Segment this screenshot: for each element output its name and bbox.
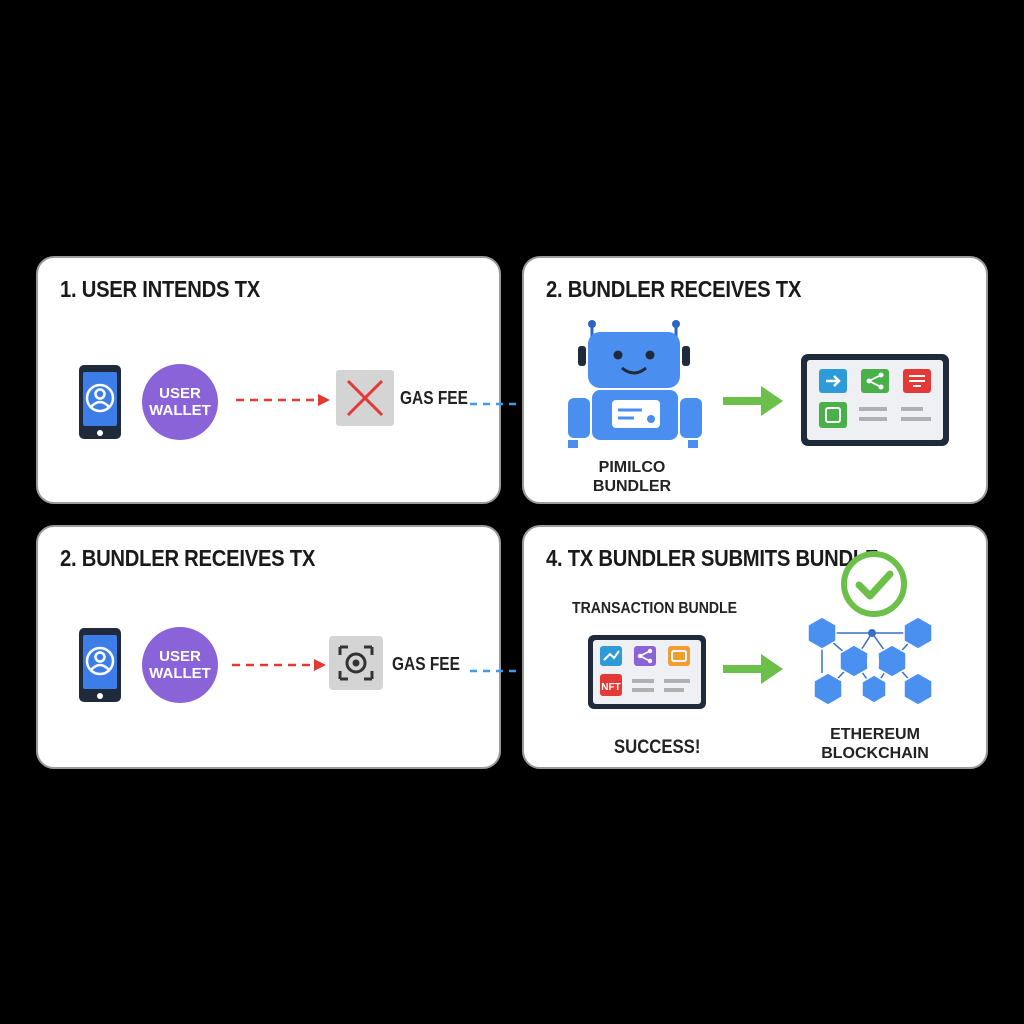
- wallet-label-line1: USER: [159, 648, 201, 665]
- gas-fee-label: GAS FEE: [400, 388, 468, 408]
- panel-bundler-receives-tx: 2. BUNDLER RECEIVES TX PIMILCO BUNDLER: [522, 256, 988, 504]
- bundler-label-line1: PIMILCO: [598, 459, 666, 476]
- chain-label-line2: BLOCKCHAIN: [821, 745, 929, 762]
- user-wallet-badge: USER WALLET: [142, 627, 218, 703]
- chain-label-line1: ETHEREUM: [830, 726, 920, 743]
- transaction-bundle-label: TRANSACTION BUNDLE: [572, 600, 738, 617]
- panel-bundler-receives-tx-2: 2. BUNDLER RECEIVES TX USER WALLET GAS F…: [36, 525, 564, 769]
- dashboard-icon: [801, 354, 949, 446]
- checkmark-icon: [841, 551, 907, 617]
- green-arrow: [723, 654, 783, 684]
- bundle-dashboard-icon: NFT: [588, 635, 706, 709]
- smartphone-icon: [79, 365, 121, 439]
- panel-title: 2. BUNDLER RECEIVES TX: [60, 545, 316, 571]
- panel-title: 1. USER INTENDS TX: [60, 276, 260, 302]
- blockchain-icon: [807, 616, 933, 706]
- bundler-label-line2: BUNDLER: [592, 478, 672, 495]
- panel-user-intends-tx: 1. USER INTENDS TX USER WALLET GAS FEE: [36, 256, 556, 504]
- gas-fee-label: GAS FEE: [392, 654, 460, 674]
- wallet-label-line1: USER: [159, 385, 201, 402]
- chip-icon: [329, 636, 383, 690]
- green-arrow: [723, 386, 783, 416]
- smartphone-icon: [79, 628, 121, 702]
- robot-icon: [568, 320, 702, 448]
- red-dashed-arrow: [232, 659, 326, 671]
- bundler-name-label: PIMILCO BUNDLER: [578, 458, 686, 496]
- red-dashed-arrow: [236, 394, 330, 406]
- success-label: SUCCESS!: [614, 737, 701, 758]
- wallet-label-line2: WALLET: [149, 665, 211, 682]
- x-mark-icon: [336, 370, 394, 426]
- panel-title: 4. TX BUNDLER SUBMITS BUNDLE: [546, 545, 879, 571]
- ethereum-blockchain-label: ETHEREUM BLOCKCHAIN: [814, 725, 936, 763]
- nft-tile-text: NFT: [601, 682, 620, 693]
- wallet-label-line2: WALLET: [149, 402, 211, 419]
- user-wallet-badge: USER WALLET: [142, 364, 218, 440]
- panel-title: 2. BUNDLER RECEIVES TX: [546, 276, 802, 302]
- panel-tx-bundler-submits-bundle: 4. TX BUNDLER SUBMITS BUNDLE TRANSACTION…: [522, 525, 988, 769]
